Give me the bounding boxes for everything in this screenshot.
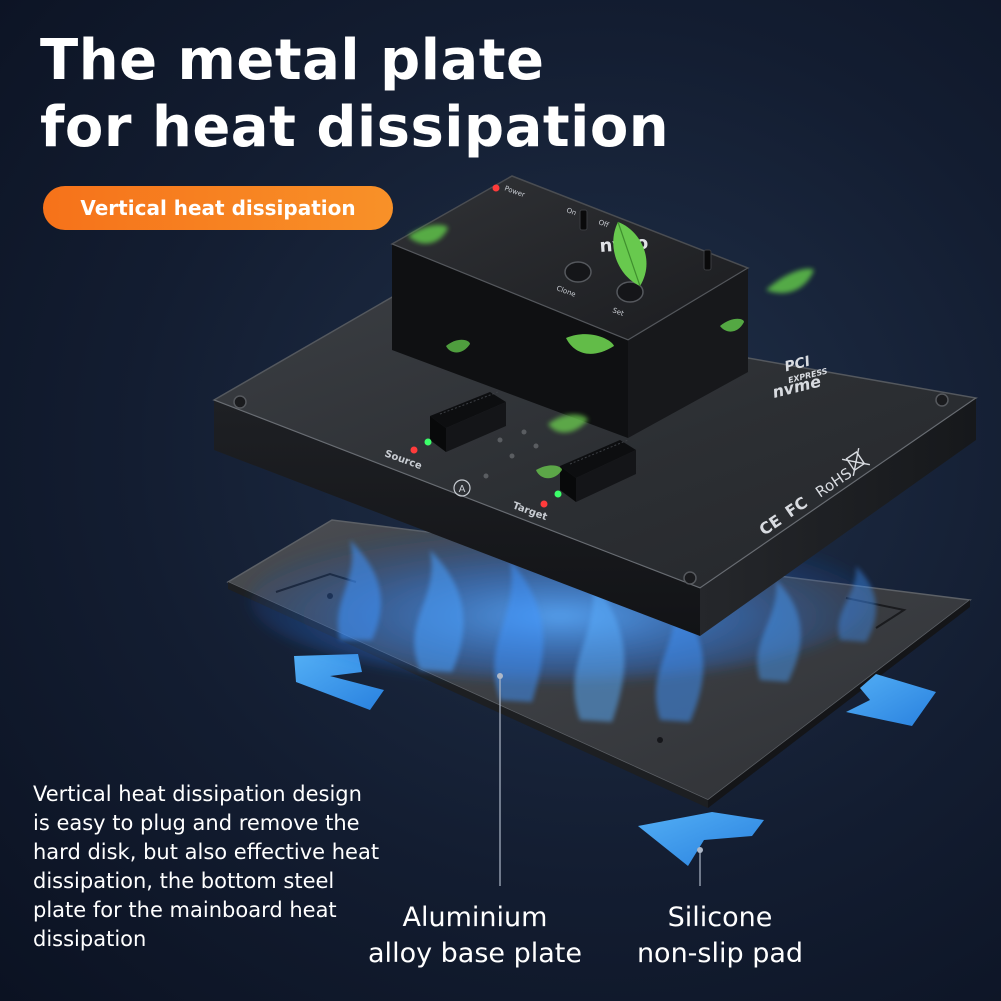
switch-on-label: On [565,206,577,217]
description-line: dissipation, the bottom steel [33,869,335,893]
slot-marker: A [453,479,471,497]
power-switch [579,209,588,231]
m2-slot-source [430,391,506,452]
silicone-pad-label: Silicone non-slip pad [620,900,820,972]
mode-switch [703,249,712,271]
headline-line-2: for heat dissipation [40,95,670,160]
weee-bin-icon [841,447,871,477]
headline-line-1: The metal plate [40,28,545,93]
slot-marker-text: A [459,484,466,495]
switch-off-label: Off [597,218,610,229]
silicone-label-line-2: non-slip pad [636,938,804,969]
description-line: Vertical heat dissipation design [33,782,362,806]
control-box: Power On Off Clone Set nvvo [390,175,750,438]
description-text: Vertical heat dissipation design is easy… [33,780,413,954]
description-line: hard disk, but also effective heat [33,840,380,864]
aluminium-label-line-2: alloy base plate [368,938,582,969]
silicone-label-line-1: Silicone [667,902,773,933]
description-line: is easy to plug and remove the [33,811,360,835]
status-leds [410,429,562,508]
aluminium-label-line-1: Aluminium [402,902,548,933]
vertical-heat-badge: Vertical heat dissipation [43,186,393,230]
clone-button [564,261,592,283]
m2-slot-target [560,439,636,502]
pci-logo-text: PCI [783,354,812,376]
description-line: dissipation [33,927,147,951]
description-line: plate for the mainboard heat [33,898,337,922]
set-label: Set [611,306,625,318]
aluminium-base-label: Aluminium alloy base plate [355,900,595,972]
leaves [408,221,814,479]
callout-lines [497,673,703,886]
aluminium-base-plate [212,295,978,636]
set-button [616,281,644,303]
silicone-pads [294,654,936,866]
